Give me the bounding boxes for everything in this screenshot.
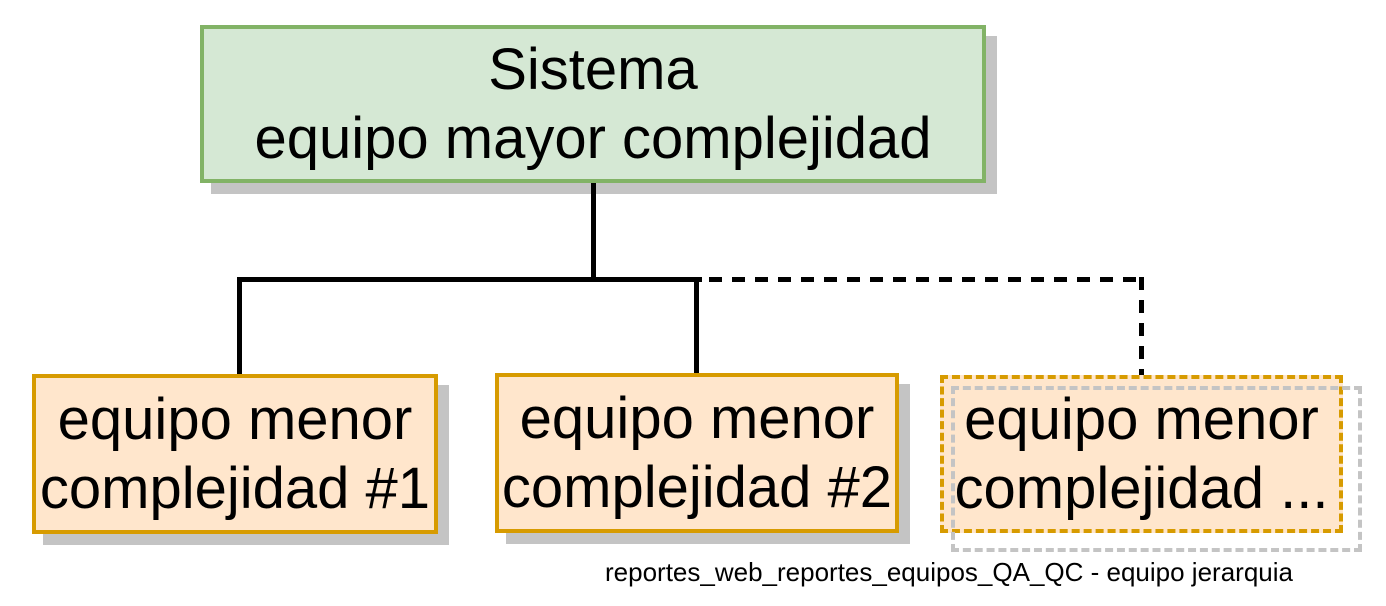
connector-rail-solid (237, 277, 702, 282)
connector-drop-child-1 (237, 277, 242, 374)
child-node-3-dashed: equipo menor complejidad ... (940, 375, 1362, 552)
root-node-sistema: Sistema equipo mayor complejidad (200, 25, 986, 183)
root-node-label-line2: equipo mayor complejidad (254, 106, 932, 171)
connector-drop-child-2 (694, 277, 699, 373)
connector-rail-dashed (709, 277, 1144, 282)
connector-drop-child-3-dashed (1139, 277, 1144, 375)
child-node-3-label-line1: equipo menor (964, 387, 1319, 452)
child-node-1-label-line2: complejidad #1 (39, 456, 431, 521)
child-node-1: equipo menor complejidad #1 (32, 374, 438, 534)
child-node-2-label-line2: complejidad #2 (501, 455, 893, 520)
child-node-2: equipo menor complejidad #2 (495, 373, 899, 533)
root-node-label-line1: Sistema (488, 37, 698, 102)
child-node-1-label-line1: equipo menor (57, 387, 413, 452)
connector-trunk (591, 183, 596, 282)
child-node-2-label-line1: equipo menor (519, 386, 875, 451)
diagram-caption: reportes_web_reportes_equipos_QA_QC - eq… (605, 557, 1293, 587)
child-node-3-label-line2: complejidad ... (954, 456, 1329, 521)
